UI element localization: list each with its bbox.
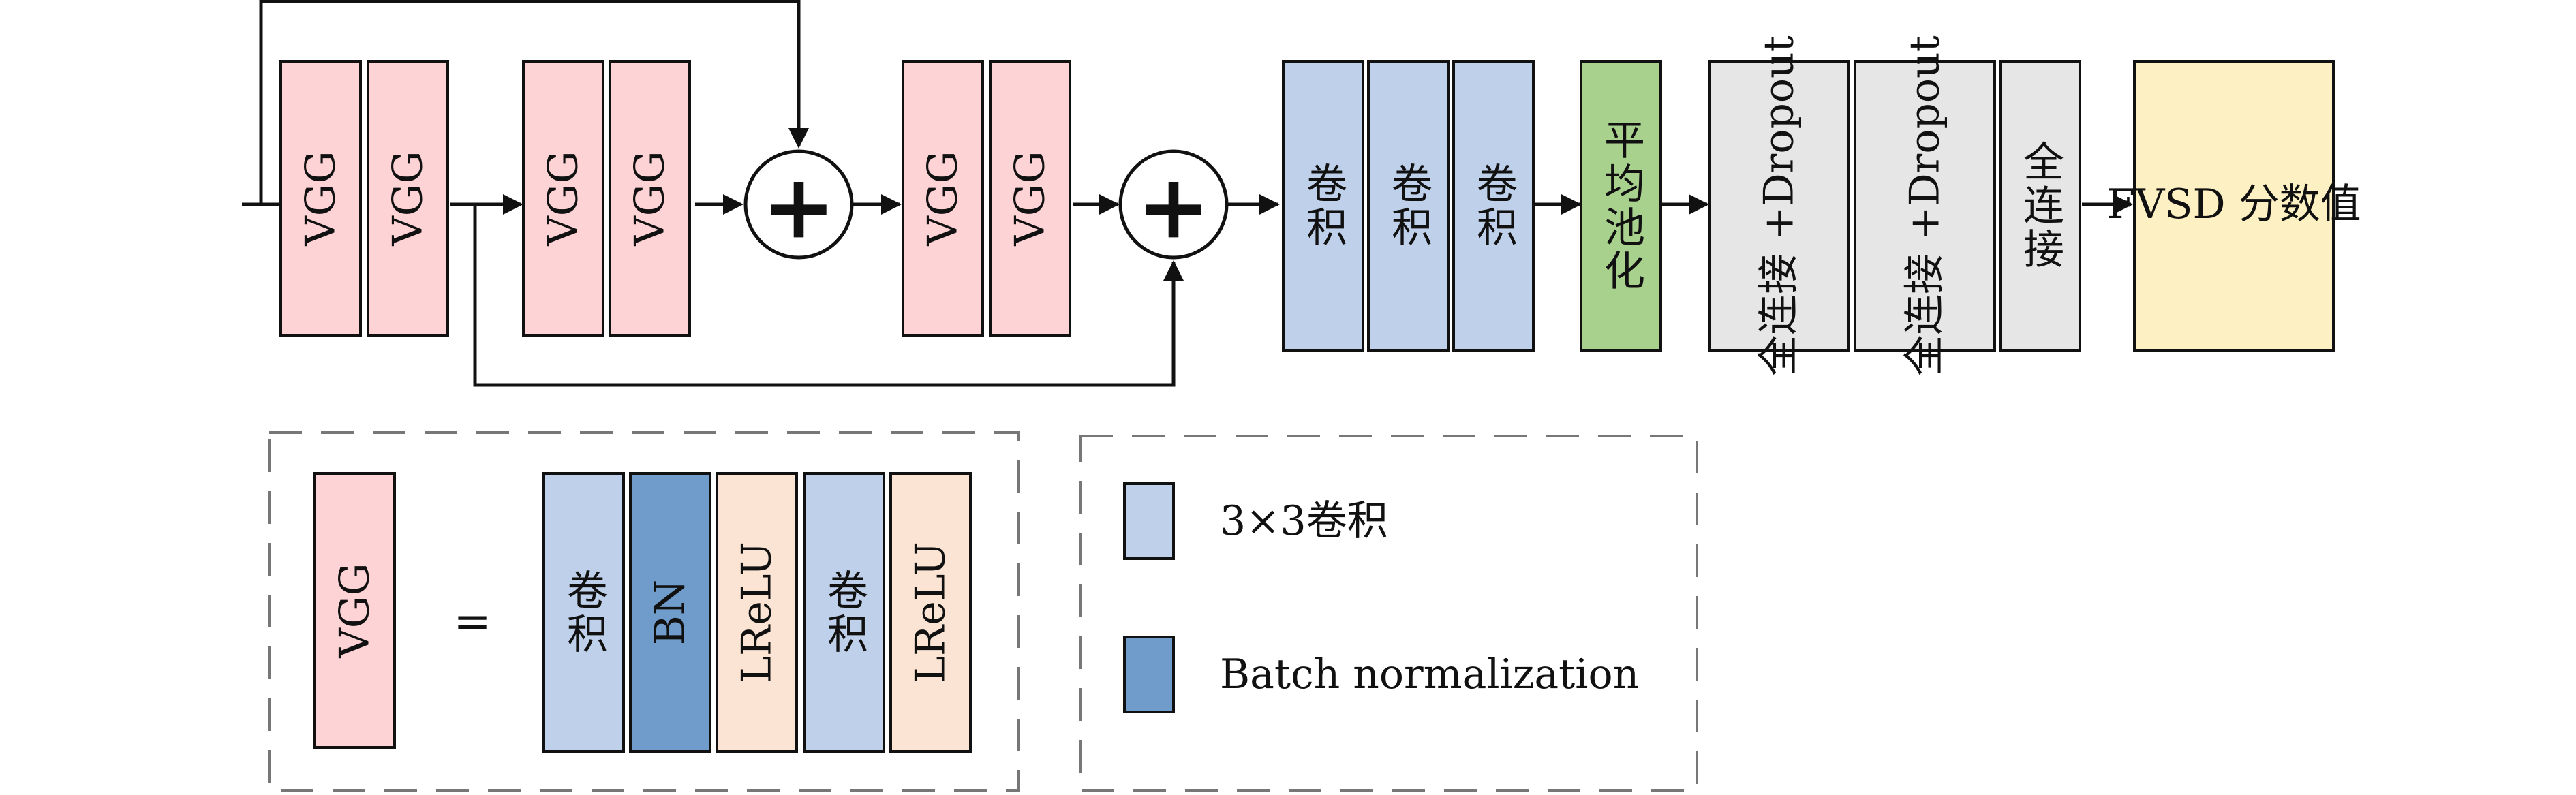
legend-item-bn: Batch normalization xyxy=(1123,636,1639,713)
average-pooling-block: 平均池化 xyxy=(1580,60,1662,352)
vgg-detail-lrelu-1: LReLU xyxy=(716,472,798,753)
vgg-detail-conv-2: 卷积 xyxy=(803,472,885,753)
fc-dropout-label: 全连接 +Dropout xyxy=(1755,35,1803,376)
plus-sign: + xyxy=(1137,155,1211,259)
vgg-label: VGG xyxy=(626,151,674,246)
conv-label: 卷积 xyxy=(821,569,868,656)
conv-label: 卷积 xyxy=(560,569,608,656)
bn-label: BN xyxy=(647,580,694,646)
fvsd-score-block: FVSD 分数值 xyxy=(2106,60,2361,352)
vgg-label: VGG xyxy=(1007,151,1054,246)
vgg-detail-bn: BN xyxy=(629,472,711,753)
vgg-detail-conv-1: 卷积 xyxy=(542,472,625,753)
vgg-block-3: VGG xyxy=(522,60,604,337)
connections xyxy=(242,0,2133,387)
vgg-label: VGG xyxy=(297,151,345,246)
fvsd-score-label: FVSD 分数值 xyxy=(2106,181,2361,228)
conv-label: 卷积 xyxy=(1385,162,1432,249)
vgg-label: VGG xyxy=(919,151,967,246)
fc-dropout-label: 全连接 +Dropout xyxy=(1901,35,1949,376)
fc-dropout-block-1: 全连接 +Dropout xyxy=(1708,35,1850,376)
legend-item-conv: 3×3卷积 xyxy=(1123,482,1388,560)
fc-block: 全连接 xyxy=(1999,60,2081,352)
pooling-label: 平均池化 xyxy=(1597,119,1645,293)
vgg-label: VGG xyxy=(384,151,432,246)
equals-sign: = xyxy=(453,595,491,648)
lrelu-label: LReLU xyxy=(907,542,955,683)
conv-block-1: 卷积 xyxy=(1282,60,1364,352)
fc-dropout-block-2: 全连接 +Dropout xyxy=(1854,35,1996,376)
legend-swatch-conv xyxy=(1123,482,1175,560)
legend-panel: 3×3卷积 Batch normalization xyxy=(1079,435,1698,792)
vgg-detail-lrelu-2: LReLU xyxy=(889,472,972,753)
vgg-reference-block: VGG xyxy=(313,472,396,749)
vgg-block-2: VGG xyxy=(367,60,449,337)
vgg-detail-panel: VGG = 卷积 BN LReLU 卷积 LReLU xyxy=(268,431,1020,792)
legend-swatch-bn xyxy=(1123,636,1175,713)
conv-label: 卷积 xyxy=(1470,162,1518,249)
conv-block-3: 卷积 xyxy=(1452,60,1535,352)
legend-label-conv: 3×3卷积 xyxy=(1220,497,1388,545)
vgg-block-5: VGG xyxy=(902,60,984,337)
lrelu-label: LReLU xyxy=(733,542,781,683)
conv-block-2: 卷积 xyxy=(1367,60,1450,352)
skip-connection-bottom xyxy=(473,204,1184,387)
vgg-label: VGG xyxy=(331,563,379,658)
legend-label-bn: Batch normalization xyxy=(1220,651,1639,698)
sum-node-2: + xyxy=(1118,149,1229,260)
sum-node-1: + xyxy=(743,149,854,260)
conv-label: 卷积 xyxy=(1300,162,1347,249)
plus-sign: + xyxy=(762,155,836,259)
fc-label: 全连接 xyxy=(2017,140,2064,271)
vgg-block-6: VGG xyxy=(989,60,1071,337)
vgg-block-4: VGG xyxy=(609,60,691,337)
vgg-block-1: VGG xyxy=(279,60,362,337)
vgg-label: VGG xyxy=(540,151,587,246)
skip-connection-top xyxy=(259,0,809,204)
